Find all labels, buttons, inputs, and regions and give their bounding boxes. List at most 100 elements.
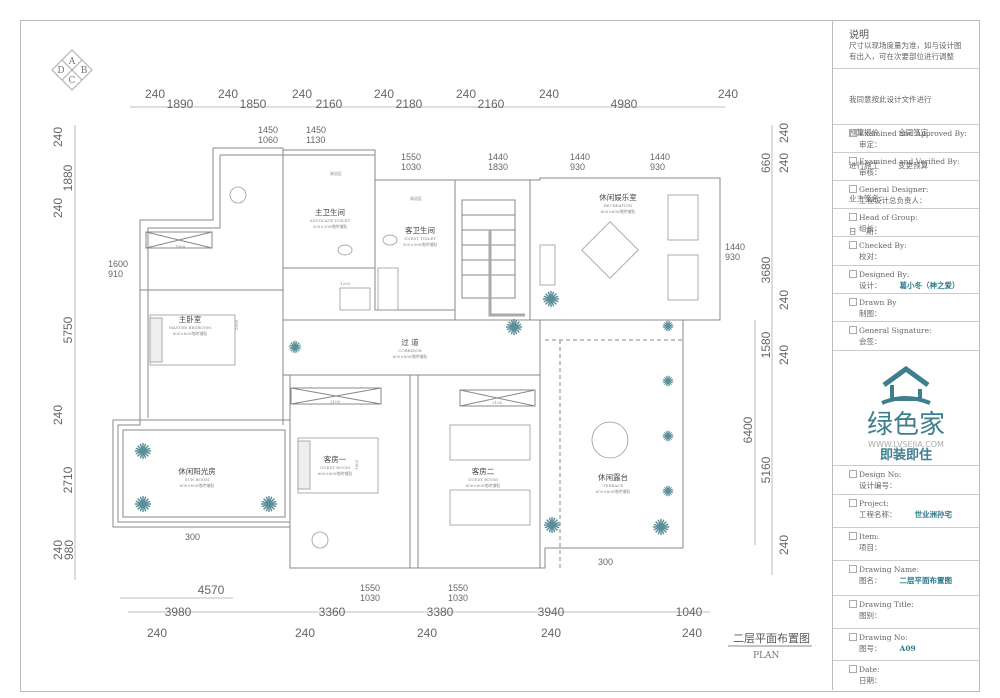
checkbox-icon[interactable]: [849, 129, 857, 137]
row-label-cn-text: 校对：: [859, 252, 882, 261]
svg-text:1550: 1550: [401, 152, 421, 162]
svg-text:过 道: 过 道: [401, 337, 419, 347]
checkbox-icon[interactable]: [849, 532, 857, 540]
checkbox-icon[interactable]: [849, 241, 857, 249]
svg-text:1450: 1450: [258, 125, 278, 135]
plants: [134, 290, 674, 536]
row-label-cn-text: 设计：: [859, 281, 882, 290]
svg-text:主卧室: 主卧室: [179, 314, 202, 324]
left-dimensions: 240 1880 240 5750 240 2710 240 980: [51, 127, 76, 560]
row-label-en: General Signature:: [859, 326, 932, 335]
checkbox-icon[interactable]: [849, 470, 857, 478]
svg-text:2160: 2160: [478, 97, 505, 111]
note-line: 尺寸以现场度量为准，如与设计图: [849, 41, 962, 50]
plant-icon: [662, 320, 674, 332]
row-label-en: General Designer:: [859, 185, 929, 194]
svg-text:1030: 1030: [401, 162, 421, 172]
plant-icon: [662, 375, 674, 387]
checkbox-icon[interactable]: [849, 600, 857, 608]
svg-text:930: 930: [570, 162, 585, 172]
svg-text:GUEST TOILET: GUEST TOILET: [404, 236, 436, 241]
title-block-row: Drawing Title:图别：: [833, 595, 979, 627]
title-block-row: Head of Group: 组长：: [833, 208, 979, 236]
checkbox-icon[interactable]: [849, 499, 857, 507]
svg-text:淋浴区: 淋浴区: [330, 170, 342, 176]
svg-text:5160: 5160: [759, 456, 773, 483]
row-label-en: Drawing Name:: [859, 565, 920, 574]
svg-text:1830: 1830: [488, 162, 508, 172]
checkbox-icon[interactable]: [849, 665, 857, 673]
checkbox-icon[interactable]: [849, 565, 857, 573]
svg-text:300×300地砖铺贴: 300×300地砖铺贴: [313, 223, 348, 229]
checkbox-icon[interactable]: [849, 213, 857, 221]
svg-text:300: 300: [185, 532, 200, 542]
svg-text:1550: 1550: [360, 583, 380, 593]
date-field[interactable]: 日 期：: [849, 227, 882, 236]
row-label-cn-text: 项目：: [859, 543, 882, 552]
svg-text:PLAN: PLAN: [753, 651, 780, 661]
svg-text:4980: 4980: [611, 97, 638, 111]
row-label-cn-text: 组长：: [859, 224, 882, 233]
row-label-cn-text: 审核：: [859, 168, 882, 177]
title-block-row: Checked By:校对：: [833, 236, 979, 264]
checkbox-icon[interactable]: [849, 298, 857, 306]
svg-text:1600: 1600: [108, 259, 128, 269]
plant-icon: [505, 318, 523, 336]
row-label-cn-text: 图别：: [859, 611, 882, 620]
row-label-en: Drawn By: [859, 298, 897, 307]
bottom-dimensions: 4570 3980 3360 3380 3940 1040 240 240 24…: [147, 583, 703, 640]
svg-text:3940: 3940: [538, 605, 565, 619]
svg-text:1040: 1040: [676, 605, 703, 619]
logo: 绿色家 WWW.LVSEJIA.COM 即装即住: [833, 350, 979, 465]
title-block-row: General Signature:会签：: [833, 321, 979, 349]
plant-icon: [260, 495, 278, 513]
svg-text:1450: 1450: [306, 125, 326, 135]
svg-text:CORRIDOR: CORRIDOR: [398, 348, 422, 353]
svg-text:1060: 1060: [258, 135, 278, 145]
row-value: 二层平面布置图: [899, 576, 953, 585]
row-label-cn: 校对：: [849, 251, 979, 262]
svg-text:600×600地砖铺贴: 600×600地砖铺贴: [173, 330, 208, 336]
svg-text:1440: 1440: [725, 242, 745, 252]
checkbox-icon[interactable]: [849, 326, 857, 334]
svg-text:6400: 6400: [741, 416, 755, 443]
svg-text:1800: 1800: [354, 459, 359, 470]
row-label-cn-text: 工程设计总负责人：: [859, 196, 927, 205]
svg-text:1030: 1030: [360, 593, 380, 603]
row-label-cn: 会签：: [849, 336, 979, 347]
checkbox-icon[interactable]: [849, 270, 857, 278]
svg-text:3360: 3360: [319, 605, 346, 619]
title-block-row: Item: 项目：: [833, 527, 979, 559]
svg-text:淋浴区: 淋浴区: [410, 195, 422, 201]
checkbox-icon[interactable]: [849, 185, 857, 193]
logo-url: WWW.LVSEJIA.COM: [868, 440, 944, 449]
svg-text:1580: 1580: [759, 331, 773, 358]
svg-text:休闲娱乐室: 休闲娱乐室: [599, 192, 637, 202]
svg-text:3680: 3680: [759, 256, 773, 283]
svg-text:休闲阳光房: 休闲阳光房: [178, 466, 216, 476]
approval-line: 进行施工 变更预算: [849, 161, 929, 170]
checkbox-icon[interactable]: [849, 633, 857, 641]
approval-section: 我同意按此设计文件进行 预算报价 合同签定 进行施工 变更预算 业主签名： 日 …: [833, 68, 979, 236]
title-block-row: Date:日期：: [833, 660, 979, 692]
row-label-en: Item:: [859, 532, 880, 541]
plant-icon: [134, 442, 152, 460]
svg-text:1440: 1440: [650, 152, 670, 162]
dimension-lines: [74, 106, 773, 613]
owner-signature-field[interactable]: 业主签名：: [849, 194, 887, 203]
svg-text:1130: 1130: [306, 135, 325, 145]
plant-icon: [134, 495, 152, 513]
logo-slogan: 即装即住: [879, 448, 932, 463]
svg-text:930: 930: [725, 252, 740, 262]
row-label-en: Head of Group:: [859, 213, 918, 222]
checkbox-icon[interactable]: [849, 157, 857, 165]
svg-text:GUEST ROOM: GUEST ROOM: [320, 465, 350, 470]
row-label-cn-text: 工程名称：: [859, 510, 897, 519]
row-label-cn: 设计编号：: [849, 480, 979, 491]
svg-text:1440: 1440: [570, 152, 590, 162]
title-block-row: Design No:设计编号：: [833, 465, 979, 497]
svg-text:1850: 1850: [240, 97, 267, 111]
svg-text:600×600地砖铺贴: 600×600地砖铺贴: [180, 482, 215, 488]
svg-text:A: A: [68, 57, 76, 67]
svg-text:1880: 1880: [61, 164, 75, 191]
